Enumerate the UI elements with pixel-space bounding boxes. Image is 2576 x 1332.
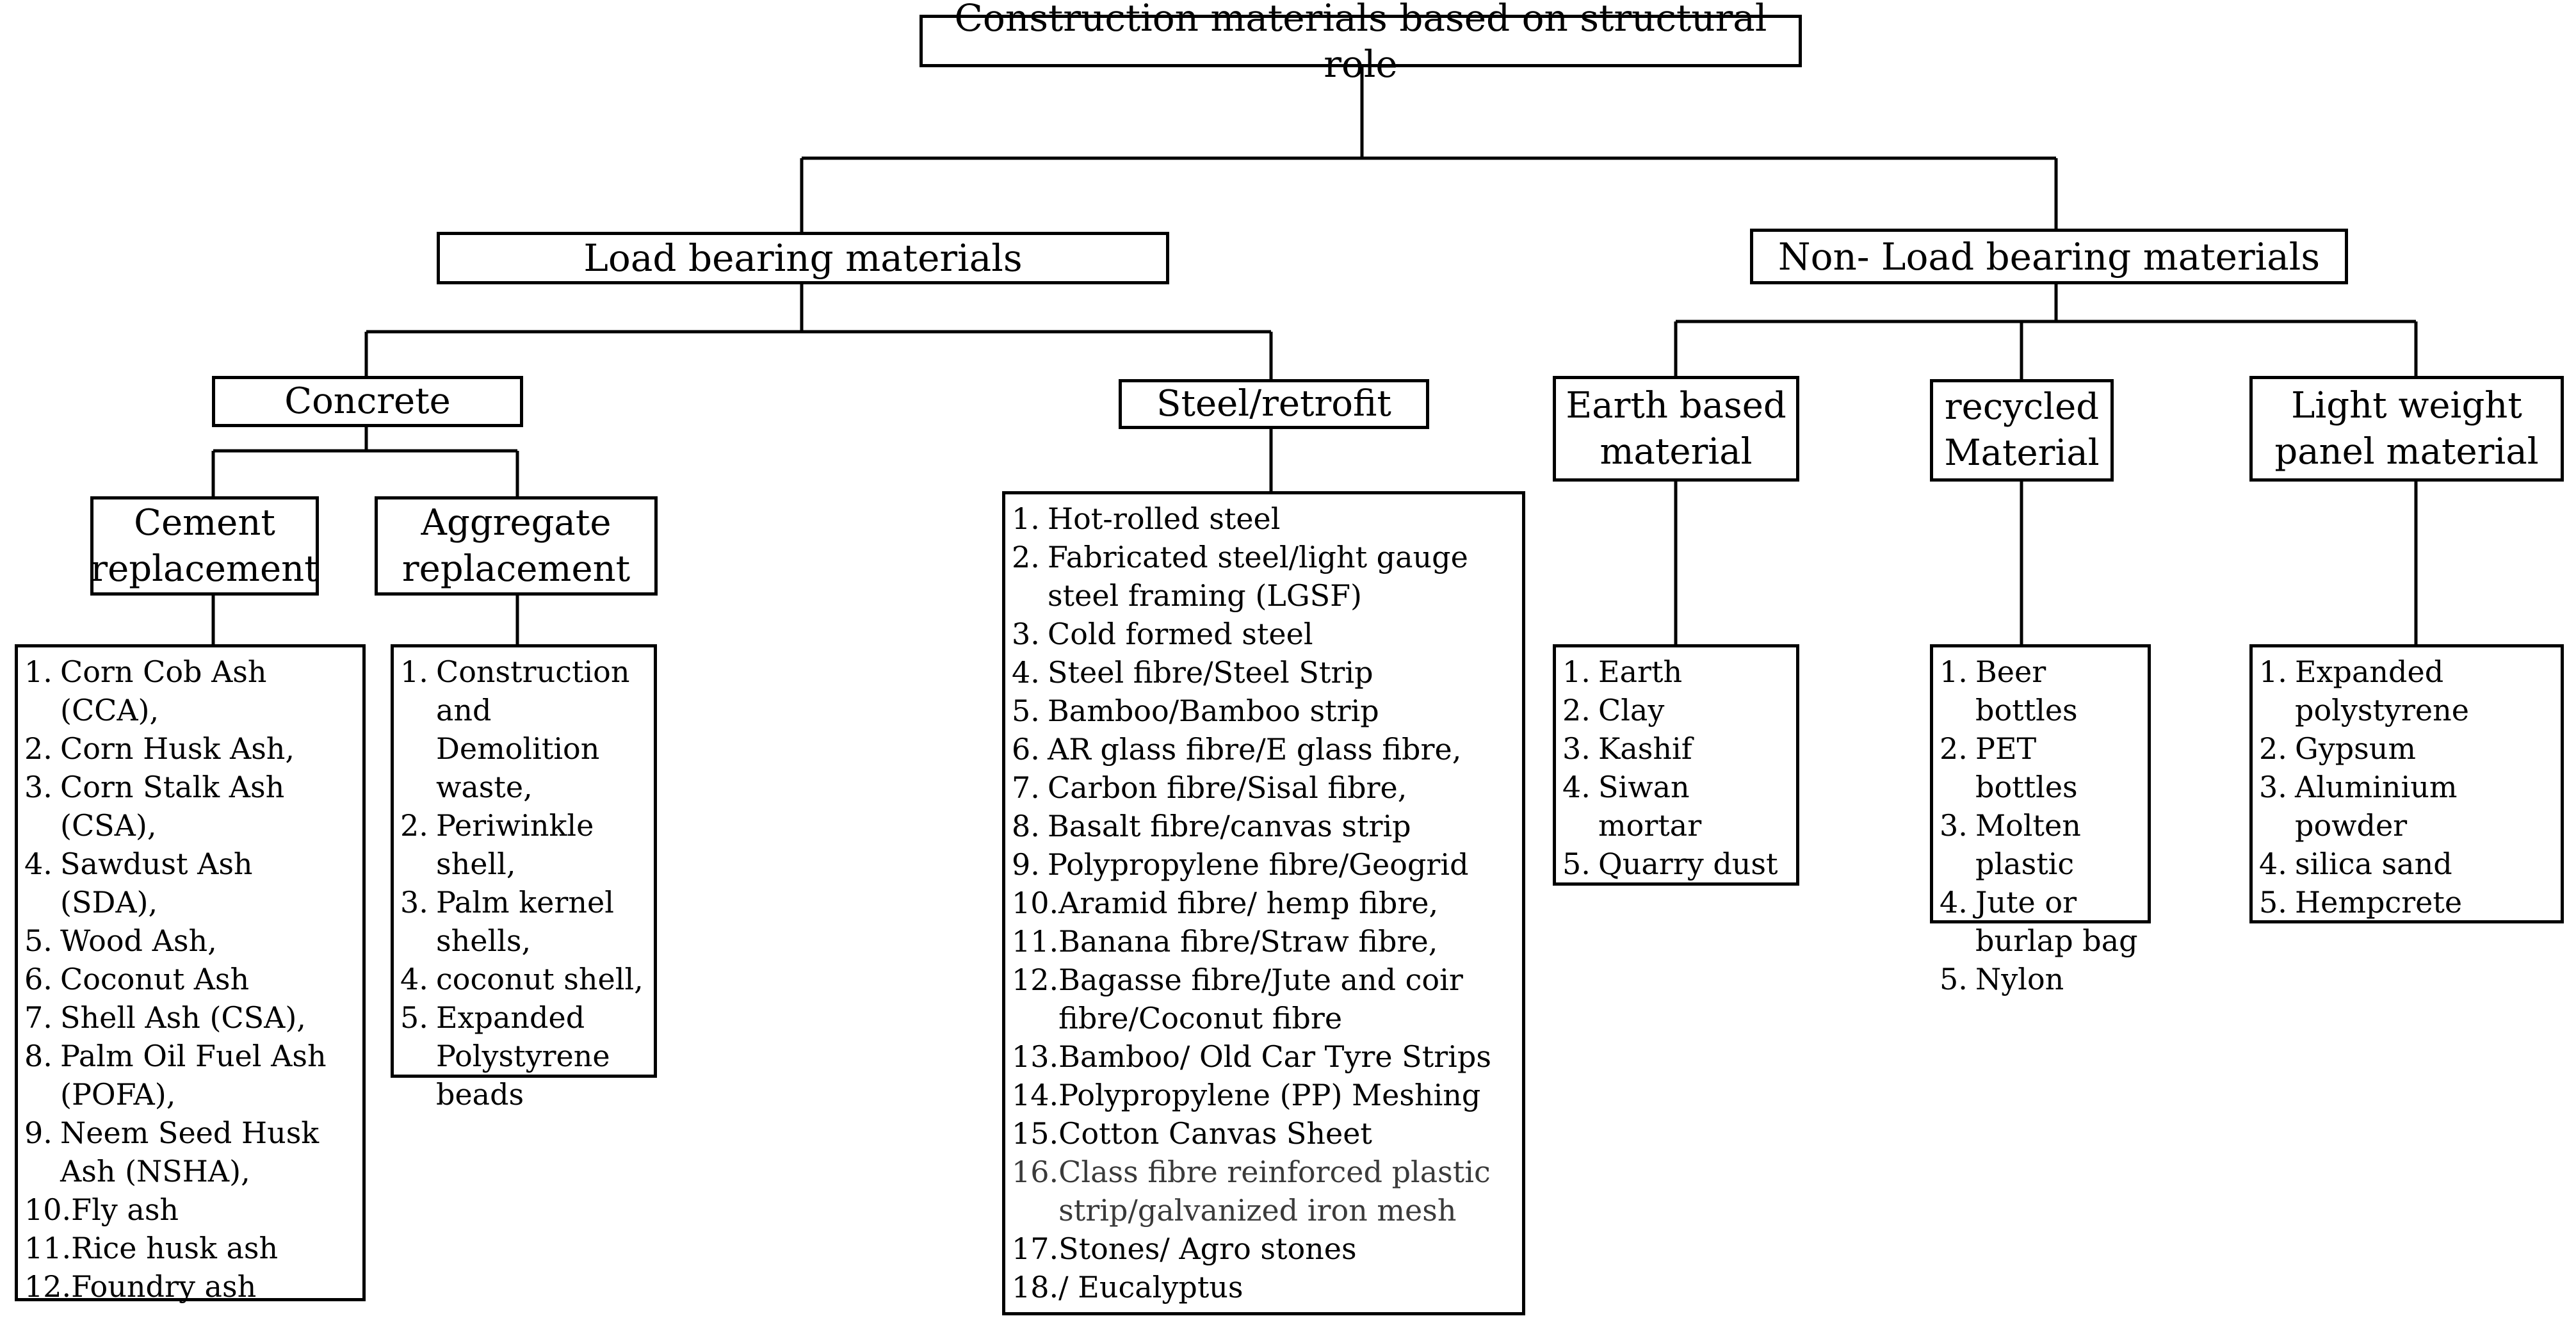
list-item: 11.Banana fibre/Straw fibre, xyxy=(1012,924,1438,959)
list-item: 6.AR glass fibre/E glass fibre, xyxy=(1012,732,1462,767)
aggregate-replacement-list: 1.Construction and Demolition waste, 2.P… xyxy=(391,644,657,1112)
list-item: 3.Palm kernel shells, xyxy=(400,885,614,958)
list-item: 3.Aluminium powder xyxy=(2259,770,2458,843)
list-item: 2.Fabricated steel/light gauge steel fra… xyxy=(1012,540,1468,613)
list-item: 8.Palm Oil Fuel Ash (POFA), xyxy=(24,1039,327,1112)
list-item: 15.Cotton Canvas Sheet xyxy=(1012,1116,1372,1151)
steel-retrofit-list: 1.Hot-rolled steel 2.Fabricated steel/li… xyxy=(1002,491,1525,1315)
list-item: 9.Neem Seed Husk Ash (NSHA), xyxy=(24,1116,320,1189)
list-item: 18./ Eucalyptus xyxy=(1012,1270,1243,1304)
list-item: 2.Corn Husk Ash, xyxy=(24,731,295,766)
cement-replacement-list: 1.Corn Cob Ash (CCA), 2.Corn Husk Ash, 3… xyxy=(15,644,366,1304)
list-item: 2.PET bottles xyxy=(1940,731,2078,804)
list-item: 1.Earth xyxy=(1562,654,1683,689)
list-item: 4.Steel fibre/Steel Strip xyxy=(1012,655,1373,690)
light-weight-panel-title: Light weight panel material xyxy=(2274,384,2539,473)
root-title: Construction materials based on structur… xyxy=(954,0,1767,86)
cement-replacement-title: Cement replacement xyxy=(90,501,319,590)
list-item: 4.Siwan mortar xyxy=(1562,770,1702,843)
list-item: 5.Wood Ash, xyxy=(24,923,217,958)
list-item: 1.Construction and Demolition waste, xyxy=(400,654,630,804)
list-item: 2.Periwinkle shell, xyxy=(400,808,594,881)
list-item: 17.Stones/ Agro stones xyxy=(1012,1231,1357,1266)
earth-based-title: Earth based material xyxy=(1566,384,1786,473)
non-load-bearing-title: Non- Load bearing materials xyxy=(1778,234,2321,279)
list-item: 4.silica sand xyxy=(2259,847,2452,881)
list-item: 13.Bamboo/ Old Car Tyre Strips xyxy=(1012,1039,1491,1074)
list-item: 5.Quarry dust xyxy=(1562,847,1778,881)
list-item: 3.Kashif xyxy=(1562,731,1692,766)
list-item: 7.Carbon fibre/Sisal fibre, xyxy=(1012,770,1407,805)
recycled-list: 1.Beer bottles 2.PET bottles 3.Molten pl… xyxy=(1930,644,2151,996)
list-item: 5.Bamboo/Bamboo strip xyxy=(1012,694,1379,728)
recycled-title: recycled Material xyxy=(1944,386,2100,474)
list-item: 3.Corn Stalk Ash (CSA), xyxy=(24,770,285,843)
list-item: 8.Basalt fibre/canvas strip xyxy=(1012,809,1411,843)
list-item: 12.Bagasse fibre/Jute and coir fibre/Coc… xyxy=(1012,962,1463,1036)
aggregate-replacement-title: Aggregate replacement xyxy=(401,501,631,590)
load-bearing-title: Load bearing materials xyxy=(583,236,1023,280)
list-item: 1.Hot-rolled steel xyxy=(1012,501,1281,536)
earth-based-list: 1.Earth 2.Clay 3.Kashif 4.Siwan mortar 5… xyxy=(1553,644,1799,886)
cement-replacement-node: Cement replacement xyxy=(90,496,319,596)
aggregate-replacement-node: Aggregate replacement xyxy=(375,496,658,596)
list-item: 1.Corn Cob Ash (CCA), xyxy=(24,654,267,727)
list-item: 4.coconut shell, xyxy=(400,962,644,996)
list-item: 5.Expanded Polystyrene beads xyxy=(400,1000,610,1112)
list-item: 10.Fly ash xyxy=(24,1192,179,1227)
list-item: 1.Expanded polystyrene xyxy=(2259,654,2469,727)
load-bearing-node: Load bearing materials xyxy=(437,232,1169,284)
list-item: 9.Polypropylene fibre/Geogrid xyxy=(1012,847,1469,882)
list-item: 4.Sawdust Ash (SDA), xyxy=(24,847,253,920)
steel-retrofit-title: Steel/retrofit xyxy=(1156,383,1391,425)
list-item: 2.Clay xyxy=(1562,693,1665,727)
light-weight-panel-list: 1.Expanded polystyrene 2.Gypsum 3.Alumin… xyxy=(2249,644,2564,923)
root-node: Construction materials based on structur… xyxy=(919,0,1802,86)
list-item: 16.Class fibre reinforced plastic strip/… xyxy=(1012,1155,1491,1228)
list-item: 14.Polypropylene (PP) Meshing xyxy=(1012,1078,1481,1112)
list-item: 7.Shell Ash (CSA), xyxy=(24,1000,306,1035)
list-item: 2.Gypsum xyxy=(2259,731,2417,766)
light-weight-panel-node: Light weight panel material xyxy=(2249,376,2564,482)
earth-based-node: Earth based material xyxy=(1553,376,1799,482)
list-item: 5.Hempcrete xyxy=(2259,885,2463,920)
concrete-title: Concrete xyxy=(284,380,451,422)
recycled-node: recycled Material xyxy=(1930,379,2114,482)
steel-retrofit-node: Steel/retrofit xyxy=(1119,379,1429,429)
list-item: 6.Coconut Ash xyxy=(24,962,250,996)
list-item: 5.Nylon xyxy=(1940,962,2064,996)
concrete-node: Concrete xyxy=(212,376,523,427)
list-item: 1.Beer bottles xyxy=(1940,654,2078,727)
list-item: 12.Foundry ash xyxy=(24,1269,257,1304)
non-load-bearing-node: Non- Load bearing materials xyxy=(1750,229,2348,284)
list-item: 3.Molten plastic xyxy=(1940,808,2081,881)
list-item: 11.Rice husk ash xyxy=(24,1231,279,1265)
list-item: 3.Cold formed steel xyxy=(1012,617,1313,651)
list-item: 10.Aramid fibre/ hemp fibre, xyxy=(1012,886,1439,920)
list-item: 4.Jute or burlap bag xyxy=(1940,885,2138,958)
